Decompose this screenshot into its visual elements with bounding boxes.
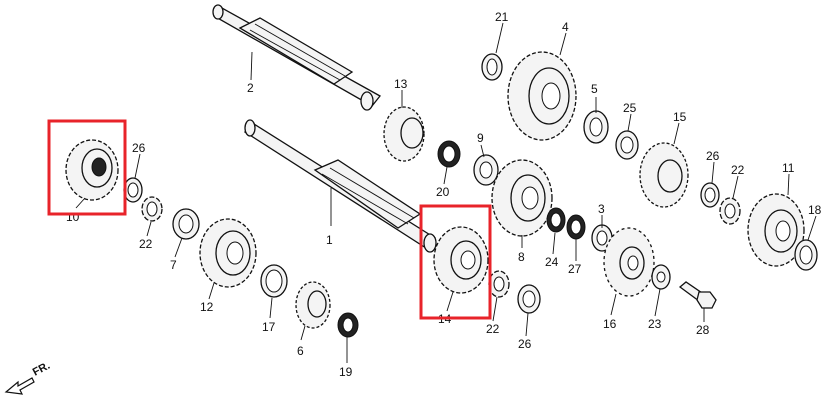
washer-part-7 <box>172 208 200 240</box>
circlip-part-22-right <box>719 197 741 225</box>
callout-28: 28 <box>696 323 710 337</box>
gear-part-15 <box>639 142 689 208</box>
leader-lines <box>75 22 817 363</box>
callout-labels: 1 2 3 4 5 6 7 8 9 10 11 12 13 14 15 16 1… <box>66 10 822 379</box>
mainshaft-part-2 <box>212 4 381 111</box>
bushing-part-27 <box>566 214 586 240</box>
callout-9: 9 <box>477 131 484 145</box>
washer-part-25 <box>615 130 639 160</box>
callout-22-left: 22 <box>139 237 153 251</box>
callout-26-left: 26 <box>132 141 146 155</box>
callout-26-right: 26 <box>706 149 720 163</box>
washer-part-26-middle <box>517 284 541 314</box>
callout-3: 3 <box>598 202 605 216</box>
callout-4: 4 <box>562 20 569 34</box>
countershaft-part-1 <box>243 119 437 253</box>
gear-part-8 <box>491 159 553 237</box>
forward-direction-arrow: FR. <box>4 360 52 395</box>
bushing-part-20 <box>437 140 461 168</box>
callout-17: 17 <box>262 320 276 334</box>
washer-part-21 <box>481 53 503 81</box>
gear-part-12 <box>199 218 257 288</box>
callout-27: 27 <box>568 262 582 276</box>
plate-part-23 <box>651 264 671 290</box>
callout-20: 20 <box>436 185 450 199</box>
callout-26-middle: 26 <box>518 337 532 351</box>
callout-24: 24 <box>545 255 559 269</box>
bearing-part-9 <box>473 154 499 186</box>
bushing-part-19 <box>337 312 359 338</box>
callout-18: 18 <box>808 203 822 217</box>
gear-part-4 <box>507 51 577 141</box>
sprocket-part-16 <box>603 227 655 297</box>
washer-part-26-right <box>700 182 720 208</box>
gear-part-6 <box>295 281 331 329</box>
bearing-part-5 <box>583 110 609 144</box>
callout-22-middle: 22 <box>486 322 500 336</box>
callout-1: 1 <box>326 233 333 247</box>
washer-part-18 <box>794 239 818 271</box>
callout-7: 7 <box>170 258 177 272</box>
washer-part-26-left <box>123 177 143 203</box>
gear-part-11 <box>747 193 805 267</box>
gear-part-14 <box>433 226 489 294</box>
washer-part-17 <box>260 264 288 298</box>
callout-10: 10 <box>66 210 80 224</box>
circlip-part-22-middle <box>488 270 510 298</box>
fr-label: FR. <box>31 360 52 379</box>
callout-16: 16 <box>603 317 617 331</box>
callout-12: 12 <box>200 300 214 314</box>
gear-part-10 <box>65 139 119 201</box>
callout-8: 8 <box>518 250 525 264</box>
callout-23: 23 <box>648 317 662 331</box>
callout-19: 19 <box>339 365 353 379</box>
circlip-part-22-left <box>141 196 163 222</box>
callout-6: 6 <box>297 344 304 358</box>
callout-2: 2 <box>247 81 254 95</box>
callout-13: 13 <box>394 77 408 91</box>
callout-11: 11 <box>782 161 795 175</box>
highlight-box-part-10 <box>47 119 127 216</box>
highlight-box-part-14 <box>419 204 492 320</box>
callout-15: 15 <box>673 110 687 124</box>
callout-25: 25 <box>623 101 637 115</box>
bushing-part-24 <box>546 207 566 233</box>
callout-5: 5 <box>591 82 598 96</box>
bolt-part-28 <box>678 281 717 309</box>
callout-21: 21 <box>495 10 509 24</box>
callout-22-right: 22 <box>731 163 745 177</box>
gear-part-13 <box>383 106 425 162</box>
